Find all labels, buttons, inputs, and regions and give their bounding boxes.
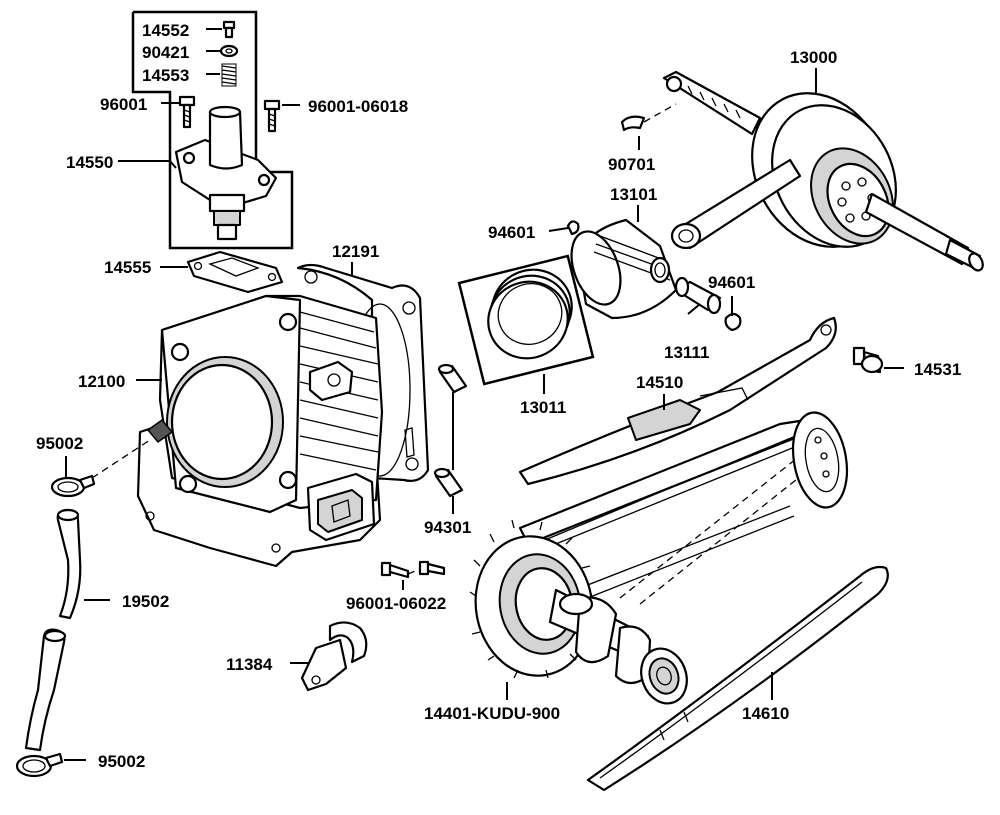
callout-14555: 14555 bbox=[104, 258, 151, 277]
chain-tensioner-guide-14510 bbox=[518, 316, 837, 486]
cam-chain-tensioner-14550 bbox=[174, 105, 278, 241]
callout-14401-KUDU-900: 14401-KUDU-900 bbox=[424, 704, 560, 723]
callout-94301: 94301 bbox=[424, 518, 471, 537]
leader-lines bbox=[64, 28, 904, 761]
piston-13101 bbox=[570, 218, 678, 320]
tensioner-kit-box bbox=[131, 10, 294, 250]
washer-90421 bbox=[219, 44, 239, 58]
crankshaft-13000 bbox=[662, 70, 984, 272]
crank-sprocket bbox=[791, 411, 849, 509]
callout-96001-06018: 96001-06018 bbox=[308, 97, 408, 116]
tensioner-gasket-14555 bbox=[186, 250, 284, 294]
screw-14552 bbox=[222, 20, 236, 39]
cylinder-block-12100 bbox=[136, 294, 384, 568]
hose-clamp-95002-bottom bbox=[15, 752, 64, 778]
hose-clip-11384 bbox=[300, 621, 368, 692]
callout-14510: 14510 bbox=[636, 373, 683, 392]
callout-13111: 13111 bbox=[664, 343, 709, 362]
cylinder-gasket-12191 bbox=[296, 263, 430, 482]
callout-14610: 14610 bbox=[742, 704, 789, 723]
camshaft-14401-KUDU-900 bbox=[469, 519, 688, 705]
piston-ring-set-13011 bbox=[457, 254, 595, 386]
piston-pin-clip-94601-right bbox=[724, 312, 742, 332]
chain-guide-14610 bbox=[586, 565, 889, 792]
callout-14550: 14550 bbox=[66, 153, 113, 172]
breather-hose-19502 bbox=[24, 508, 82, 752]
woodruff-key-90701 bbox=[620, 103, 677, 132]
callout-13101: 13101 bbox=[610, 185, 657, 204]
callout-94601-left: 94601 bbox=[488, 223, 535, 242]
callout-90421: 90421 bbox=[142, 43, 189, 62]
callout-12100: 12100 bbox=[78, 372, 125, 391]
callout-95002-bottom: 95002 bbox=[98, 752, 145, 771]
guide-bolt-14531 bbox=[852, 346, 884, 374]
callout-96001-a: 96001 bbox=[100, 95, 147, 114]
spring-14553 bbox=[221, 63, 237, 87]
callout-90701: 90701 bbox=[608, 155, 655, 174]
callout-13011: 13011 bbox=[520, 398, 566, 417]
callout-13000: 13000 bbox=[790, 48, 837, 67]
callout-14531: 14531 bbox=[914, 360, 961, 379]
bolts-96001-06022 bbox=[380, 560, 446, 579]
callout-96001-06022: 96001-06022 bbox=[346, 594, 446, 613]
callout-94601-right: 94601 bbox=[708, 273, 755, 292]
piston-pin-clip-94601-left bbox=[566, 220, 580, 236]
callout-12191: 12191 bbox=[332, 242, 379, 261]
callout-14552: 14552 bbox=[142, 21, 189, 40]
callout-14553: 14553 bbox=[142, 66, 189, 85]
piston-pin-13111 bbox=[674, 276, 722, 315]
callout-11384: 11384 bbox=[226, 655, 273, 674]
callout-labels: 14552 90421 14553 96001 96001-06018 1455… bbox=[36, 21, 961, 771]
dowel-pins-94301 bbox=[433, 363, 468, 498]
bolt-96001 bbox=[178, 95, 196, 129]
callout-19502: 19502 bbox=[122, 592, 169, 611]
callout-95002-top: 95002 bbox=[36, 434, 83, 453]
hose-clamp-95002-top bbox=[50, 474, 96, 498]
bolt-96001-06018 bbox=[263, 99, 281, 133]
